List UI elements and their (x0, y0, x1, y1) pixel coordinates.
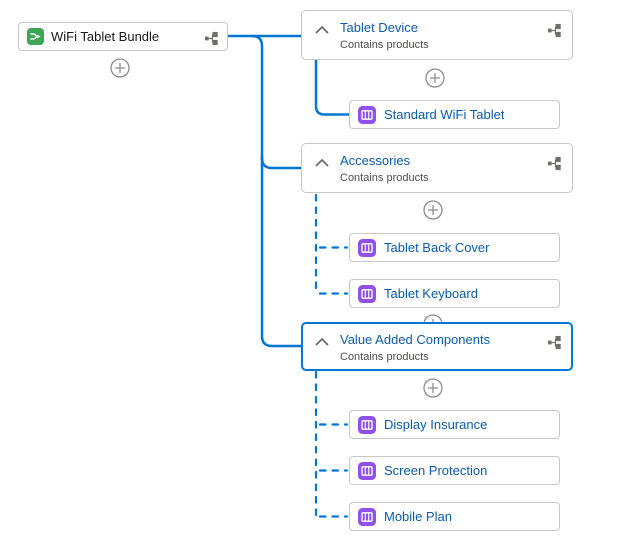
product-node-mobile-plan[interactable]: Mobile Plan (349, 502, 560, 531)
plus-icon (423, 200, 443, 220)
product-node-standard-wifi-tablet[interactable]: Standard WiFi Tablet (349, 100, 560, 129)
plus-icon (110, 58, 130, 78)
product-label: Screen Protection (384, 463, 488, 478)
product-node-tablet-keyboard[interactable]: Tablet Keyboard (349, 279, 560, 308)
group-title-link[interactable]: Value Added Components (340, 332, 491, 347)
group-node-accessories[interactable]: Accessories Contains products (301, 143, 573, 193)
hierarchy-icon[interactable] (547, 156, 562, 171)
collapse-chevron-up-icon[interactable] (314, 335, 330, 347)
hierarchy-icon[interactable] (547, 23, 562, 38)
add-child-button-root[interactable] (110, 58, 130, 78)
product-icon (358, 238, 376, 257)
product-label: Tablet Back Cover (384, 240, 490, 255)
product-icon (358, 284, 376, 303)
product-icon (358, 105, 376, 124)
group-subtitle: Contains products (340, 351, 429, 363)
connector-tablet-device-to-standard-wifi-tablet (314, 58, 351, 116)
product-label: Tablet Keyboard (384, 286, 478, 301)
product-node-tablet-back-cover[interactable]: Tablet Back Cover (349, 233, 560, 262)
product-icon (358, 461, 376, 480)
plus-icon (425, 68, 445, 88)
root-node-wifi-tablet-bundle[interactable]: WiFi Tablet Bundle (18, 22, 228, 51)
plus-icon (423, 378, 443, 398)
collapse-chevron-up-icon[interactable] (314, 23, 330, 35)
product-label: Mobile Plan (384, 509, 452, 524)
hierarchy-icon[interactable] (547, 335, 562, 350)
product-icon (358, 507, 376, 526)
connector-trunk-to-value-added (250, 34, 303, 348)
add-product-button-value-added-components[interactable] (423, 378, 443, 398)
group-node-tablet-device[interactable]: Tablet Device Contains products (301, 10, 573, 60)
product-label: Standard WiFi Tablet (384, 107, 505, 122)
hierarchy-icon[interactable] (204, 31, 219, 46)
root-node-label: WiFi Tablet Bundle (51, 29, 160, 44)
group-title-link[interactable]: Tablet Device (340, 20, 419, 35)
connector-branch-to-accessories (260, 154, 303, 170)
product-node-screen-protection[interactable]: Screen Protection (349, 456, 560, 485)
bundle-icon (27, 28, 44, 45)
add-product-button-tablet-device[interactable] (425, 68, 445, 88)
add-product-button-accessories[interactable] (423, 200, 443, 220)
group-node-value-added-components[interactable]: Value Added Components Contains products (301, 322, 573, 371)
product-node-display-insurance[interactable]: Display Insurance (349, 410, 560, 439)
product-label: Display Insurance (384, 417, 488, 432)
group-subtitle: Contains products (340, 172, 429, 184)
product-icon (358, 415, 376, 434)
group-title-link[interactable]: Accessories (340, 153, 411, 168)
collapse-chevron-up-icon[interactable] (314, 156, 330, 168)
group-subtitle: Contains products (340, 39, 429, 51)
